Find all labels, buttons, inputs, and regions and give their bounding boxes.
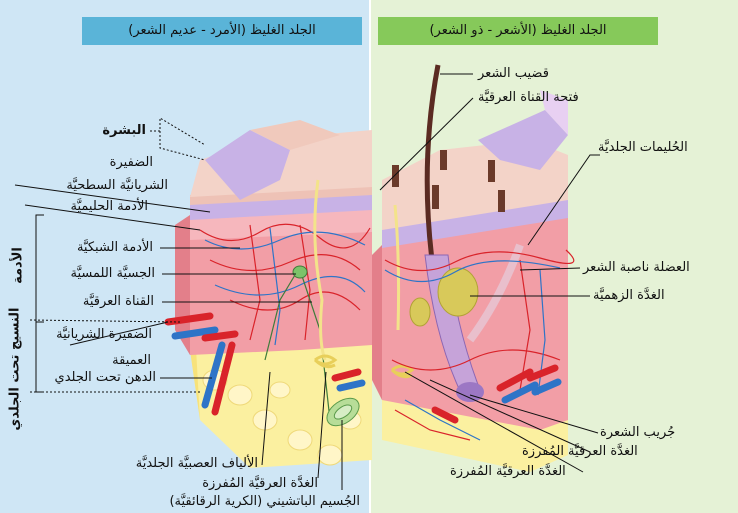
label-epidermis: البشرة (102, 123, 146, 139)
label-cutaneous-nerve-fibers: الألياف العصبيَّة الجلديَّة (136, 456, 258, 472)
label-hair-follicle: جُريب الشعرة (600, 425, 675, 441)
label-papillary-dermis: الأدمة الحليميَّة (71, 199, 148, 215)
label-arterial-plexus: الضفيرة الشريانيَّة (56, 327, 152, 343)
label-hair-shaft: قضيب الشعر (478, 66, 549, 82)
left-panel-header: الجلد الغليظ (الأمرد - عديم الشعر) (82, 18, 362, 44)
label-deep: العميقة (112, 353, 151, 369)
label-superficial-arterial: الشريانيَّة السطحيَّة (66, 178, 168, 194)
label-dermis-vertical: الأدمة (11, 236, 26, 296)
label-sweat-gland-2: الغدَّة العرقيَّة المُفرزة (450, 464, 566, 480)
label-reticular-dermis: الأدمة الشبكيَّة (77, 240, 153, 256)
label-subcutaneous-fat: الدهن تحت الجلدي (55, 370, 156, 386)
right-panel-header: الجلد الغليظ (الأشعر - ذو الشعر) (378, 18, 658, 44)
label-dermal-papillae: الحُليمات الجلديَّة (598, 140, 688, 156)
label-plexus: الضفيرة (110, 155, 153, 171)
label-sweat-gland-1: الغدَّة العرقيَّة المُفرزة (522, 444, 638, 460)
label-hypodermis-vertical: النسيج تحت الجلدي (8, 308, 23, 428)
label-tactile-corpuscle: الجسيَّة اللمسيَّة (71, 266, 155, 282)
label-sweat-duct: القناة العرقيَّة (83, 294, 154, 310)
label-eccrine-sweat-gland: الغدَّة العرقيَّة المُفرزة (202, 476, 318, 492)
label-arrector-pili: العضلة ناصبة الشعر (583, 260, 690, 276)
label-sweat-pore: فتحة القناة العرقيَّة (478, 90, 579, 106)
label-sebaceous-gland: الغدَّة الزهميَّة (593, 288, 665, 304)
label-pacinian-corpuscle: الجُسيم الباتشيني (الكرية الرقائقيَّة) (169, 494, 360, 510)
